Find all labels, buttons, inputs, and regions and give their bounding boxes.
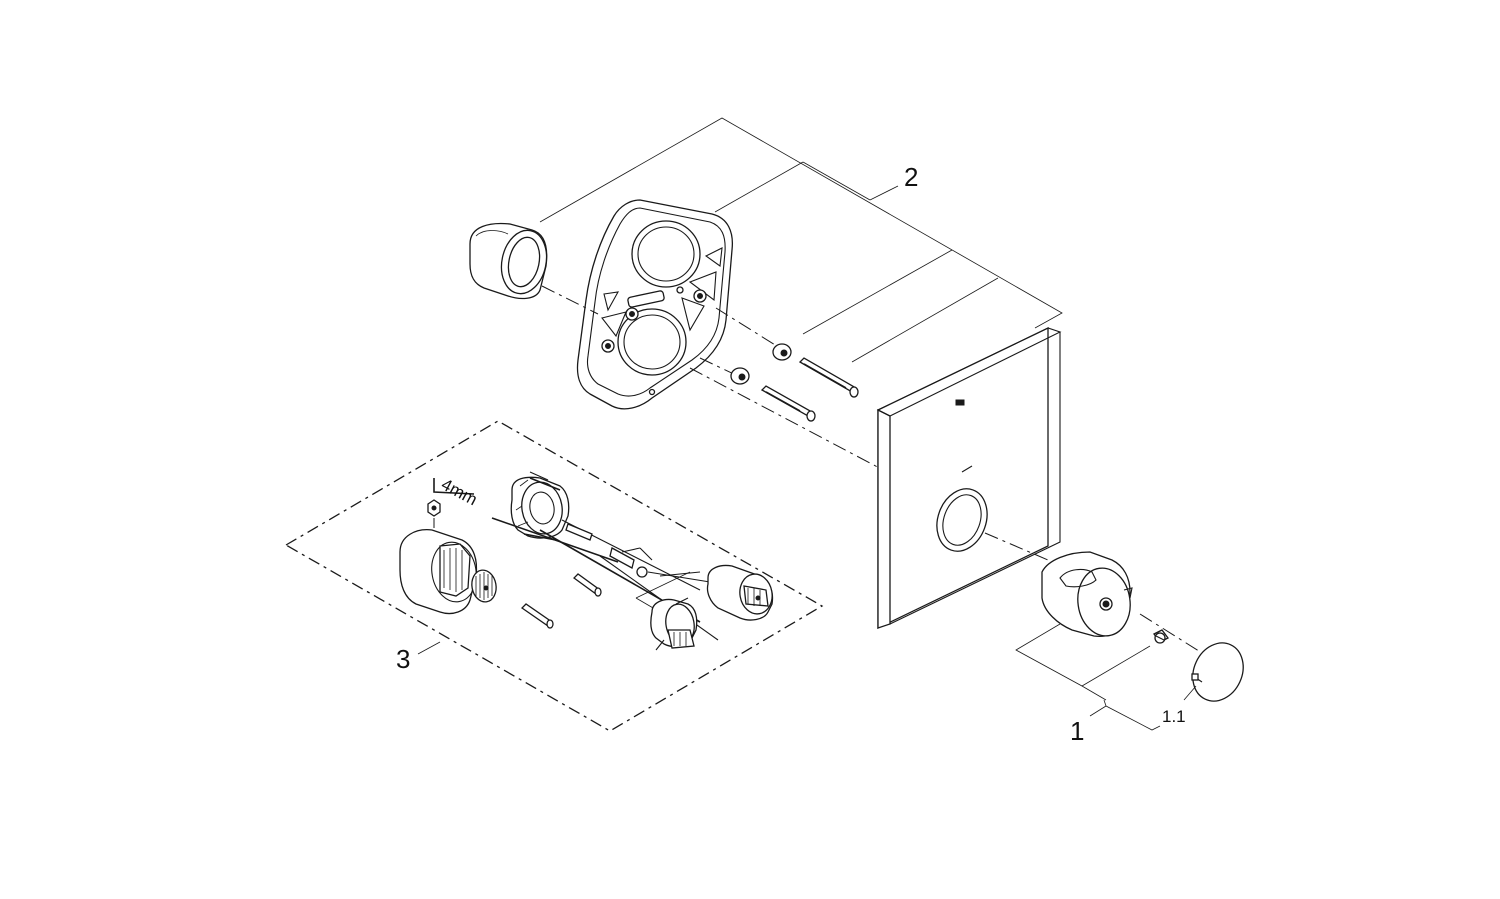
spacer-sleeve <box>469 222 548 300</box>
screws-and-washers <box>699 307 859 422</box>
allen-key <box>433 478 475 495</box>
callout-3: 3 <box>396 644 410 674</box>
screw-lower <box>760 385 816 422</box>
service-kit-boundary <box>284 420 824 732</box>
part-1-leader-lines <box>1015 623 1197 731</box>
check-valve-lower <box>635 571 698 651</box>
pin-lower <box>520 603 554 629</box>
cap <box>1191 642 1244 702</box>
washer-lower <box>730 367 750 385</box>
callout-1: 1 <box>1070 716 1084 746</box>
cover-plate <box>876 326 1062 630</box>
thermostat-element <box>706 564 774 621</box>
pin-middle <box>573 573 602 597</box>
callout-1-1: 1.1 <box>1162 707 1186 726</box>
handle-screw <box>1153 629 1169 644</box>
part-2-leader-lines <box>539 117 1063 363</box>
allen-key-size-label: 4mm <box>438 475 480 510</box>
mounting-plate <box>576 199 734 410</box>
axis-line-cap <box>1139 613 1211 659</box>
axis-line-plate <box>541 285 599 315</box>
hex-nut <box>427 499 441 528</box>
screw-upper <box>798 357 859 398</box>
axis-line-handle <box>984 532 1049 561</box>
washer-upper <box>772 343 792 361</box>
check-valve-upper <box>510 471 570 541</box>
handle <box>1041 551 1133 638</box>
cartridge-left <box>399 529 497 615</box>
callout-2: 2 <box>904 162 918 192</box>
